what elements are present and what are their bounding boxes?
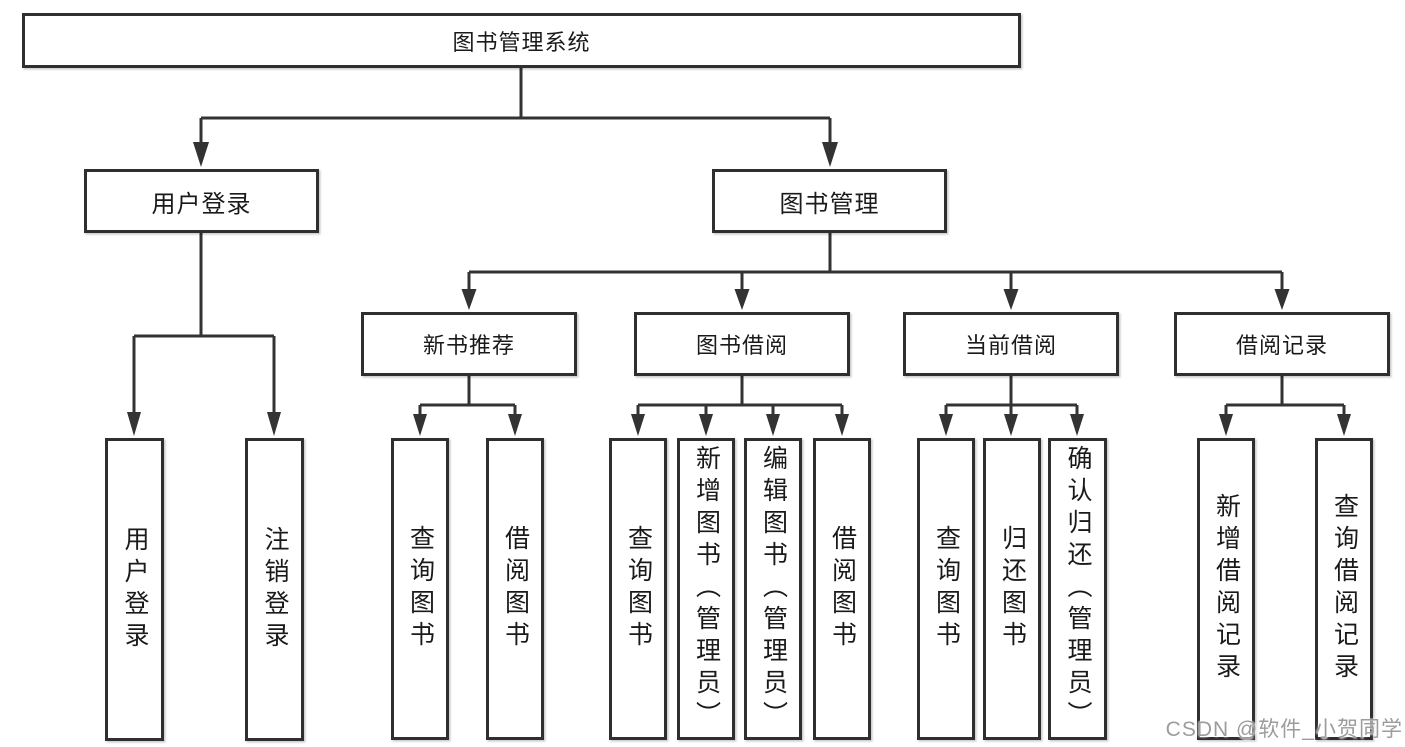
node-label: 当前借阅 [964, 333, 1057, 358]
node-borrow-record: 借阅记录 [1174, 312, 1390, 376]
node-label: 借阅记录 [1235, 333, 1328, 358]
arrowhead-down [1274, 289, 1290, 310]
node-user-login: 用户登录 [84, 169, 319, 233]
node-label: 借阅图书 [828, 525, 857, 653]
node-label: 查询借阅记录 [1330, 493, 1359, 685]
node-library-management-system: 图书管理系统 [22, 13, 1021, 68]
arrowhead-down [822, 142, 838, 167]
arrowhead-down [461, 289, 477, 310]
node-leaf-borrow-borrow-books: 借阅图书 [813, 438, 871, 740]
node-leaf-borrow-edit-books: 编辑图书（管理员） [744, 438, 802, 740]
arrowhead-down [734, 289, 750, 310]
node-new-book-recommend: 新书推荐 [361, 312, 577, 376]
node-label: 编辑图书（管理员） [759, 445, 788, 733]
arrowhead-down [1219, 414, 1233, 436]
node-leaf-record-add-record: 新增借阅记录 [1197, 438, 1255, 740]
arrowhead-down [1003, 289, 1019, 310]
node-current-borrow: 当前借阅 [903, 312, 1119, 376]
arrowhead-down [1070, 414, 1084, 436]
arrowhead-down [1004, 414, 1018, 436]
csdn-watermark: CSDN @软件_小贺同学 [1165, 718, 1403, 741]
arrowhead-down [631, 414, 645, 436]
node-label: 图书管理系统 [452, 29, 591, 55]
node-leaf-borrow-add-books: 新增图书（管理员） [677, 438, 735, 740]
arrowhead-down [127, 412, 141, 436]
node-book-borrow: 图书借阅 [634, 312, 850, 376]
node-leaf-logout: 注销登录 [245, 438, 304, 741]
node-leaf-user-login: 用户登录 [105, 438, 164, 741]
arrowhead-down [413, 414, 427, 436]
node-label: 确认归还（管理员） [1064, 445, 1092, 733]
node-label: 借阅图书 [501, 525, 530, 653]
node-label: 查询图书 [932, 525, 961, 653]
node-label: 用户登录 [121, 525, 149, 654]
node-label: 新增图书（管理员） [692, 445, 721, 733]
node-leaf-current-confirm-return: 确认归还（管理员） [1048, 438, 1107, 740]
arrowhead-down [193, 142, 209, 167]
arrowhead-down [699, 414, 713, 436]
node-label: 归还图书 [998, 525, 1027, 653]
node-leaf-recommend-query-books: 查询图书 [391, 438, 449, 740]
arrowhead-down [267, 412, 281, 436]
node-label: 查询图书 [624, 525, 653, 653]
node-label: 新书推荐 [422, 333, 515, 358]
node-label: 图书借阅 [695, 333, 788, 358]
arrowhead-down [835, 414, 849, 436]
node-leaf-recommend-borrow-books: 借阅图书 [486, 438, 544, 740]
node-leaf-current-return-books: 归还图书 [983, 438, 1041, 740]
arrowhead-down [1337, 414, 1351, 436]
node-leaf-borrow-query-books: 查询图书 [609, 438, 667, 740]
node-label: 新增借阅记录 [1212, 493, 1241, 685]
arrowhead-down [939, 414, 953, 436]
arrowhead-down [766, 414, 780, 436]
node-label: 查询图书 [406, 525, 435, 653]
node-book-management: 图书管理 [712, 169, 947, 233]
node-leaf-current-query-books: 查询图书 [917, 438, 975, 740]
node-label: 图书管理 [779, 190, 880, 218]
node-leaf-record-query-record: 查询借阅记录 [1315, 438, 1373, 740]
node-label: 用户登录 [151, 190, 252, 218]
node-label: 注销登录 [261, 525, 289, 654]
arrowhead-down [508, 414, 522, 436]
